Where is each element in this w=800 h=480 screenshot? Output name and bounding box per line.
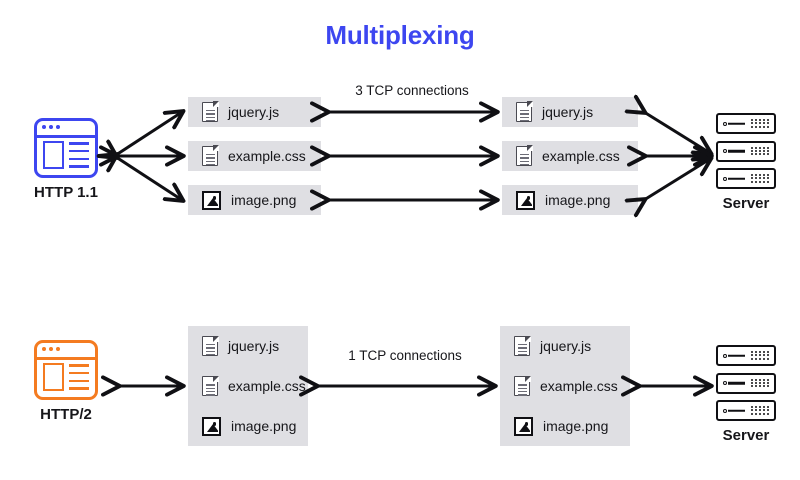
document-icon [202,375,219,397]
file-item: example.css [202,375,306,397]
http2-right-file-group: jquery.js example.css image.png [500,326,630,446]
image-icon [202,416,221,436]
browser-thumbnail [43,141,64,169]
document-icon [202,145,219,166]
http11-right-file-row: image.png [502,185,638,215]
arrow-file-3-to-server [644,159,710,200]
file-name: example.css [540,378,618,395]
server-rack-unit [716,400,776,421]
server-rack-unit [716,345,776,366]
http2-connection-label: 1 TCP connections [348,348,462,363]
server-rack-unit [716,168,776,189]
browser-content [43,141,89,169]
http11-server-endpoint: Server [706,113,786,212]
http2-protocol-label: HTTP/2 [40,406,92,423]
file-name: example.css [542,148,620,164]
http11-client-endpoint: HTTP 1.1 [18,118,114,201]
arrow-client-to-file-3 [116,157,182,200]
arrow-file-1-to-server [644,112,710,153]
image-icon [516,190,535,210]
http11-server-label: Server [722,195,770,212]
file-item: jquery.js [514,335,592,357]
file-name: jquery.js [540,338,592,355]
browser-dots-icon [42,347,60,351]
document-icon [516,145,533,166]
file-item: image.png [514,416,609,436]
file-item: jquery.js [202,335,280,357]
http11-right-file-row: example.css [502,141,638,171]
browser-text-lines [69,363,89,391]
file-item: image.png [202,416,297,436]
http2-client-endpoint: HTTP/2 [18,340,114,423]
browser-titlebar [37,343,95,360]
http11-right-file-row: jquery.js [502,97,638,127]
http11-left-file-row: jquery.js [188,97,321,127]
server-rack-unit [716,372,776,394]
http2-left-file-group: jquery.js example.css image.png [188,326,308,446]
image-icon [202,190,221,210]
image-icon [514,416,533,436]
file-name: image.png [543,418,609,435]
file-name: jquery.js [542,104,594,120]
file-item: example.css [516,145,620,166]
server-icon [716,345,776,421]
browser-text-lines [69,141,89,169]
file-name: jquery.js [228,338,280,355]
http11-connection-label: 3 TCP connections [355,83,469,98]
arrow-client-to-file-1 [116,112,182,155]
http11-left-file-row: image.png [188,185,321,215]
file-name: image.png [231,418,297,435]
file-item: example.css [514,375,618,397]
file-name: image.png [231,192,297,208]
file-item: image.png [516,190,611,210]
browser-icon [34,340,98,400]
server-icon [716,113,776,189]
page-title: Multiplexing [325,20,475,50]
http11-protocol-label: HTTP 1.1 [34,184,98,201]
file-name: example.css [228,148,306,164]
browser-titlebar [37,121,95,138]
file-name: image.png [545,192,611,208]
server-rack-unit [716,113,776,134]
http2-server-endpoint: Server [706,345,786,444]
file-item: image.png [202,190,297,210]
http11-left-file-row: example.css [188,141,321,171]
document-icon [514,375,531,397]
browser-content [43,363,89,391]
file-item: jquery.js [202,101,280,122]
document-icon [202,101,219,122]
document-icon [202,335,219,357]
browser-icon [34,118,98,178]
browser-thumbnail [43,363,64,391]
file-item: example.css [202,145,306,166]
file-name: jquery.js [228,104,280,120]
file-name: example.css [228,378,306,395]
document-icon [516,101,533,122]
server-rack-unit [716,140,776,162]
file-item: jquery.js [516,101,594,122]
document-icon [514,335,531,357]
http2-server-label: Server [722,427,770,444]
browser-dots-icon [42,125,60,129]
